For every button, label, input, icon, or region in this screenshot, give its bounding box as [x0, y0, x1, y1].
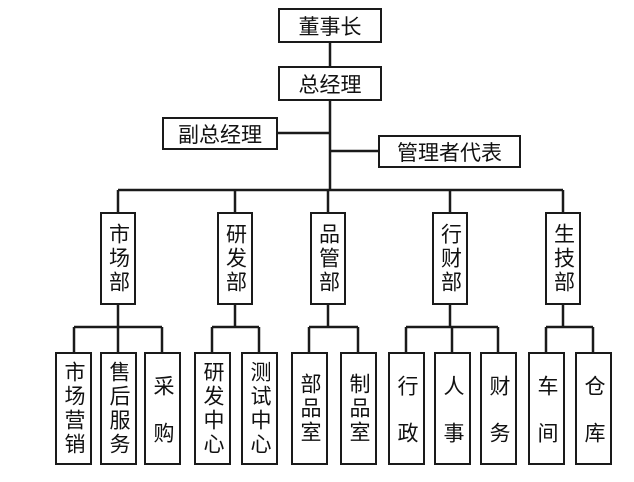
sub-department-box: 仓库 — [575, 352, 612, 469]
department-box-label: 行财部 — [438, 222, 463, 295]
department-box-label: 品管部 — [316, 222, 341, 295]
department-box-label: 市场部 — [106, 222, 131, 295]
sub-department-box-label: 财务 — [487, 374, 511, 469]
department-box-label: 研发部 — [223, 222, 248, 295]
sub-department-box: 市场营销 — [55, 352, 92, 465]
sub-department-box-label: 部品室 — [298, 372, 322, 445]
sub-department-box: 部品室 — [291, 352, 328, 465]
sub-department-box-label: 市场营销 — [62, 360, 86, 457]
chairman-box: 董事长 — [278, 8, 382, 43]
department-box: 生技部 — [545, 212, 581, 305]
sub-department-box: 研发中心 — [194, 352, 231, 465]
sub-department-box: 售后服务 — [100, 352, 137, 465]
sub-department-box-label: 人事 — [441, 374, 465, 469]
sub-department-box: 人事 — [434, 352, 471, 469]
sub-department-box-label: 车间 — [535, 374, 559, 469]
sub-department-box-label: 行政 — [395, 374, 419, 469]
sub-department-box-label: 采购 — [151, 374, 175, 469]
department-box: 研发部 — [217, 212, 253, 305]
sub-department-box: 行政 — [388, 352, 425, 469]
sub-department-box: 采购 — [144, 352, 181, 469]
sub-department-box-label: 测试中心 — [248, 360, 272, 457]
mgmt-rep-box: 管理者代表 — [378, 135, 521, 168]
department-box: 行财部 — [432, 212, 468, 305]
sub-department-box-label: 制品室 — [347, 372, 371, 445]
sub-department-box-label: 仓库 — [582, 374, 606, 469]
department-box: 市场部 — [100, 212, 136, 305]
sub-department-box: 制品室 — [340, 352, 377, 465]
sub-department-box: 测试中心 — [241, 352, 278, 465]
gm-box: 总经理 — [278, 66, 382, 101]
vice-gm-box: 副总经理 — [162, 117, 278, 150]
department-box-label: 生技部 — [551, 222, 576, 295]
sub-department-box: 车间 — [528, 352, 565, 469]
department-box: 品管部 — [310, 212, 346, 305]
sub-department-box-label: 售后服务 — [107, 360, 131, 457]
sub-department-box-label: 研发中心 — [201, 360, 225, 457]
sub-department-box: 财务 — [480, 352, 517, 469]
